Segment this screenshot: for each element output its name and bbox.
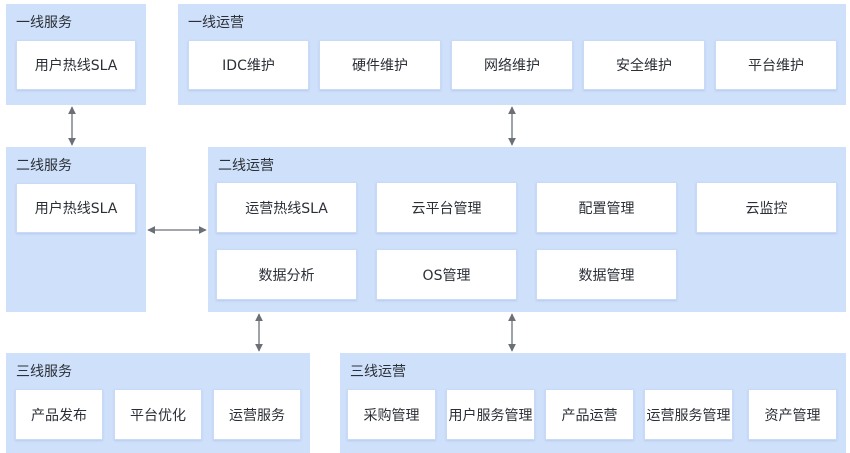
node-box: 硬件维护 <box>319 40 441 90</box>
panel-line1-service: 一线服务 用户热线SLA <box>6 4 146 105</box>
panel-title: 二线运营 <box>218 158 274 174</box>
panel-line2-service: 二线服务 用户热线SLA <box>6 147 146 312</box>
panel-title: 二线服务 <box>16 158 72 174</box>
panel-title: 一线服务 <box>16 15 72 31</box>
node-box: 产品发布 <box>15 389 103 440</box>
node-box: 运营服务 <box>213 389 301 440</box>
node-box: 安全维护 <box>583 40 705 90</box>
panel-line1-ops: 一线运营 IDC维护 硬件维护 网络维护 安全维护 平台维护 <box>178 4 846 105</box>
node-box: 数据管理 <box>536 249 677 300</box>
node-box: 用户服务管理 <box>446 389 535 440</box>
node-box: 云平台管理 <box>376 182 517 233</box>
node-box: 数据分析 <box>216 249 357 300</box>
panel-title: 一线运营 <box>188 15 244 31</box>
node-box: 平台优化 <box>114 389 202 440</box>
node-box: 运营热线SLA <box>216 182 357 233</box>
node-box: 运营服务管理 <box>644 389 733 440</box>
panel-title: 三线服务 <box>16 364 72 380</box>
panel-title: 三线运营 <box>350 364 406 380</box>
panel-line3-service: 三线服务 产品发布 平台优化 运营服务 <box>6 353 310 453</box>
node-box: 平台维护 <box>715 40 837 90</box>
node-box: 网络维护 <box>451 40 573 90</box>
node-box: IDC维护 <box>188 40 309 90</box>
node-box: 采购管理 <box>347 389 436 440</box>
node-box: 云监控 <box>696 182 837 233</box>
panel-line2-ops: 二线运营 运营热线SLA 云平台管理 配置管理 云监控 数据分析 OS管理 数据… <box>208 147 846 312</box>
node-box: 用户热线SLA <box>16 183 136 233</box>
node-box: 用户热线SLA <box>16 40 136 90</box>
node-box: OS管理 <box>376 249 517 300</box>
node-box: 资产管理 <box>748 389 837 440</box>
node-box: 配置管理 <box>536 182 677 233</box>
node-box: 产品运营 <box>545 389 634 440</box>
panel-line3-ops: 三线运营 采购管理 用户服务管理 产品运营 运营服务管理 资产管理 <box>340 353 846 453</box>
